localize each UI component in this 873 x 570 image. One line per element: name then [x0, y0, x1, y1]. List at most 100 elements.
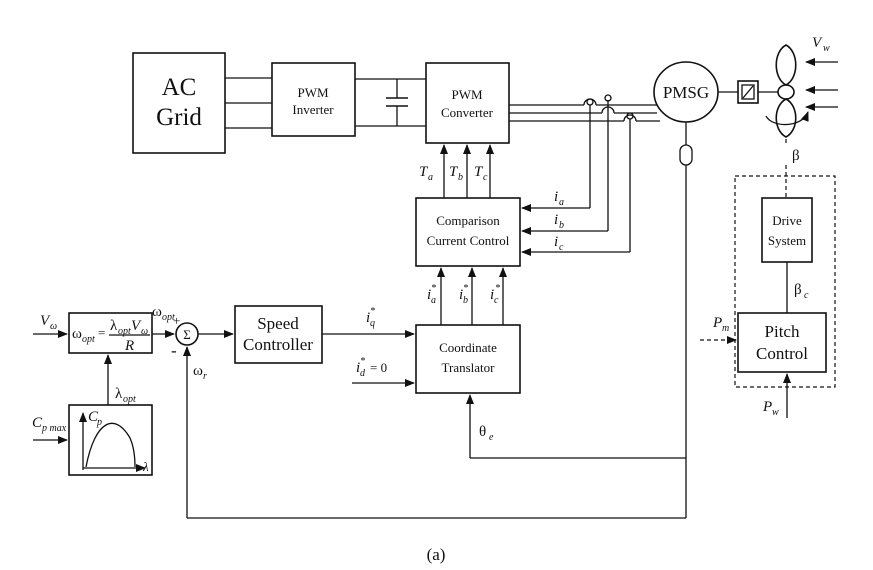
i-b-star-mark: *	[463, 283, 468, 294]
v-omega-input: V ω	[33, 313, 68, 338]
pm-input: P m	[700, 315, 737, 344]
omega-r-sub: r	[203, 371, 207, 382]
cp-max-sub: p max	[41, 423, 67, 434]
i-q-star-mark: *	[370, 306, 375, 317]
p-w-sub: w	[772, 407, 779, 418]
formula-eq: =	[98, 325, 105, 340]
i-a-star-label: i	[427, 287, 431, 303]
wind-input-arrows: V w	[805, 35, 838, 111]
gate-signals: T a T b T c	[419, 144, 494, 198]
beta-feedback: β	[785, 139, 800, 198]
pwm-converter-label-1: PWM	[451, 87, 483, 102]
ac-grid-block: AC Grid	[132, 52, 226, 154]
pwm-inverter-block: PWM Inverter	[271, 62, 356, 137]
i-c-star-mark: *	[495, 283, 500, 294]
optimal-speed-block: ω opt = λ opt V ω R ω opt	[68, 304, 175, 354]
omega-opt-label: ω	[152, 304, 162, 320]
summing-junction: Σ + -	[171, 313, 234, 360]
ct-label-1: Coordinate	[439, 340, 497, 355]
pwm-converter-block: PWM Converter	[425, 62, 510, 144]
cp-max-input: C p max	[32, 415, 68, 444]
speed-controller-label-2: Controller	[243, 335, 313, 354]
omega-opt-sub: opt	[162, 312, 175, 323]
v-w-label: V	[812, 35, 823, 51]
cp-label: C	[88, 409, 99, 425]
i-d-eq: = 0	[370, 360, 387, 375]
comparison-current-control-block: Comparison Current Control	[415, 197, 521, 267]
i-q-star-label: i	[366, 310, 370, 326]
i-c-star-label: i	[490, 287, 494, 303]
formula-v: V	[131, 318, 142, 334]
p-w-label: P	[762, 399, 772, 415]
t-c-sub: c	[483, 172, 488, 183]
i-d-star-mark: *	[360, 356, 365, 367]
v-omega-sub: ω	[50, 321, 57, 332]
t-a-sub: a	[428, 172, 433, 183]
pwm-inverter-label-2: Inverter	[292, 102, 334, 117]
pitch-control-label-2: Control	[756, 344, 808, 363]
dc-link-capacitor	[355, 78, 426, 127]
speed-controller-label-1: Speed	[257, 314, 299, 333]
beta-c-label: β	[794, 282, 802, 298]
theta-e-label: θ	[479, 424, 486, 440]
formula-omega: ω	[72, 326, 82, 342]
coordinate-translator-block: Coordinate Translator	[415, 324, 521, 394]
lambda-opt-label: λ	[115, 386, 123, 402]
v-omega-label: V	[40, 313, 51, 329]
i-b-sub: b	[559, 220, 564, 231]
i-d-star-label: i	[356, 360, 360, 376]
drive-system-block: Drive System β c	[761, 197, 813, 313]
v-w-sub: w	[823, 43, 830, 54]
t-b-sub: b	[458, 172, 463, 183]
t-c-label: T	[474, 164, 484, 180]
formula-lambda: λ	[110, 318, 118, 334]
converter-pmsg-wires	[509, 94, 660, 122]
cp-curve-block: C p λ	[68, 404, 153, 476]
sigma-symbol: Σ	[183, 327, 191, 342]
theta-e-sub: e	[489, 432, 494, 443]
grid-inverter-wires	[225, 77, 272, 129]
cp-max-label: C	[32, 415, 43, 431]
pwm-converter-label-2: Converter	[441, 105, 494, 120]
plus-sign: +	[173, 313, 180, 328]
i-d-star-sub: d	[360, 368, 366, 379]
lambda-opt-sub: opt	[123, 394, 136, 405]
beta-c-sub: c	[804, 290, 809, 301]
t-b-label: T	[449, 164, 459, 180]
i-a-label: i	[554, 189, 558, 205]
i-b-label: i	[554, 212, 558, 228]
formula-v-sub: ω	[141, 326, 148, 337]
pitch-system-enclosure	[734, 175, 836, 388]
current-feedback: i a i b i c	[521, 100, 631, 256]
pitch-control-block: Pitch Control	[737, 312, 827, 373]
omega-r-feedback: ω r	[183, 346, 687, 519]
ac-grid-label-2: Grid	[156, 104, 202, 131]
theta-e-feedback: θ e	[466, 165, 687, 459]
pmsg-generator: PMSG	[653, 61, 719, 166]
ccc-label-1: Comparison	[436, 213, 500, 228]
i-c-star-sub: c	[494, 295, 499, 306]
i-a-star-mark: *	[431, 283, 436, 294]
t-a-label: T	[419, 164, 429, 180]
i-c-label: i	[554, 234, 558, 250]
drive-system-label-2: System	[768, 233, 806, 248]
ccc-label-2: Current Control	[427, 233, 510, 248]
formula-r: R	[124, 338, 134, 354]
p-m-label: P	[712, 315, 722, 331]
pw-input: P w	[762, 373, 791, 418]
speed-controller-block: Speed Controller i q *	[234, 305, 415, 364]
reference-currents: i a * i b * i c *	[427, 267, 507, 325]
pwm-inverter-label-1: PWM	[297, 85, 329, 100]
figure-caption: (a)	[427, 545, 446, 564]
ct-label-2: Translator	[442, 360, 496, 375]
i-q-star-sub: q	[370, 318, 375, 329]
i-a-sub: a	[559, 197, 564, 208]
p-m-sub: m	[722, 323, 729, 334]
drive-system-label-1: Drive	[772, 213, 802, 228]
lambda-opt-link: λ opt	[104, 354, 136, 405]
id-star-input: i d * = 0	[352, 356, 415, 387]
shaft-and-gearbox	[718, 80, 778, 104]
i-b-star-sub: b	[463, 295, 468, 306]
